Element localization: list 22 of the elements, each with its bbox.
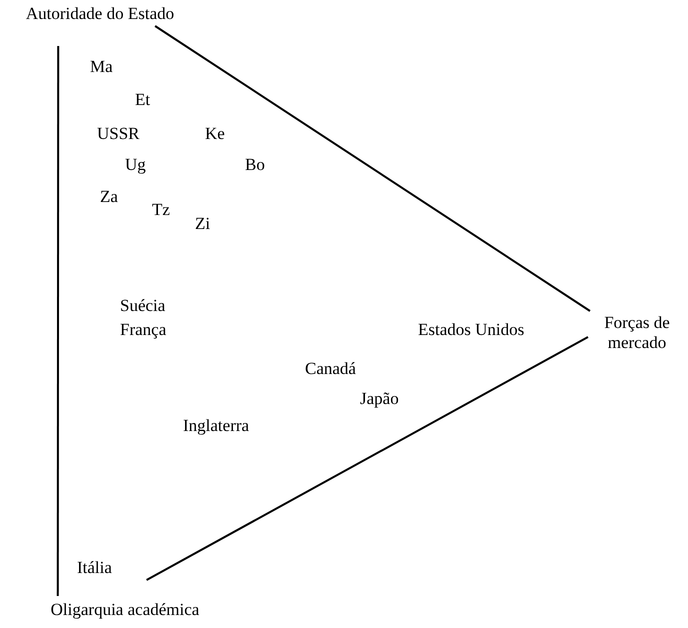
- country-label: Inglaterra: [183, 416, 250, 436]
- country-label: Japão: [360, 389, 399, 409]
- corner-label: Oligarquia académica: [50, 600, 200, 620]
- country-label: Ug: [125, 155, 146, 175]
- country-label: USSR: [97, 124, 140, 144]
- country-label: Ma: [90, 57, 113, 77]
- corner-label: Forças de mercado: [603, 313, 671, 353]
- country-label: Canadá: [305, 359, 356, 379]
- country-label: Et: [135, 90, 150, 110]
- country-label: França: [120, 320, 166, 340]
- country-label: Tz: [152, 200, 170, 220]
- country-label: Zi: [195, 214, 210, 234]
- country-label: Ke: [205, 124, 225, 144]
- country-label: Itália: [77, 558, 112, 578]
- triangle-side: [146, 336, 588, 581]
- triangle-side: [56, 46, 60, 596]
- country-label: Za: [100, 187, 118, 207]
- corner-label: Autoridade do Estado: [24, 4, 176, 24]
- country-label: Suécia: [120, 296, 166, 316]
- triangle-side: [154, 25, 591, 312]
- country-label: Estados Unidos: [418, 320, 524, 340]
- country-label: Bo: [245, 155, 265, 175]
